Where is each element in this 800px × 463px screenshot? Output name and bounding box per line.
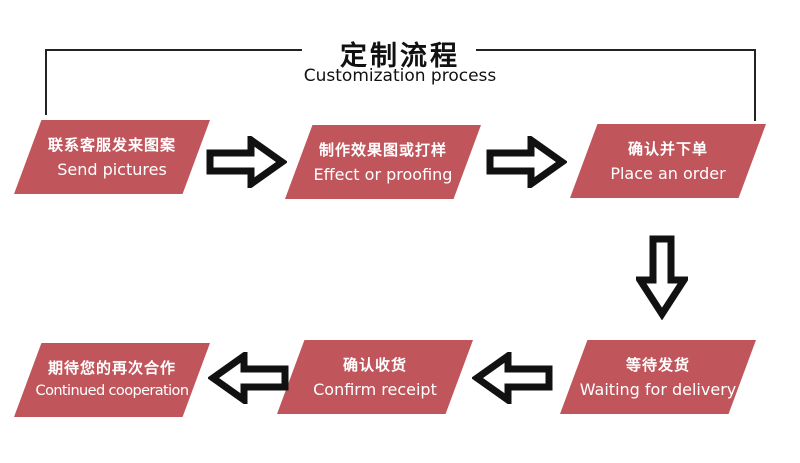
step-label-zh: 制作效果图或打样 (318, 141, 447, 159)
step-shape (14, 120, 210, 194)
step-label-en: Send pictures (57, 160, 167, 179)
step-shape (277, 340, 473, 414)
step-waiting-for-delivery: 等待发货 Waiting for delivery (560, 340, 756, 414)
step-label-en: Effect or proofing (313, 165, 453, 184)
step-confirm-receipt: 确认收货 Confirm receipt (277, 340, 473, 414)
step-send-pictures: 联系客服发来图案 Send pictures (14, 120, 210, 194)
frame-line-left-horizontal (45, 49, 302, 51)
step-label-zh: 确认收货 (342, 356, 407, 374)
step-label-zh: 确认并下单 (627, 140, 708, 158)
frame-line-right-vertical (754, 49, 756, 121)
step-label-en: Continued cooperation (35, 383, 189, 399)
arrow-down-icon (636, 235, 688, 320)
frame-line-right-horizontal (476, 49, 756, 51)
arrow-left-icon (208, 352, 289, 404)
step-label-zh: 联系客服发来图案 (47, 136, 176, 154)
step-shape (285, 125, 481, 199)
step-label-en: Confirm receipt (313, 380, 437, 399)
step-label-en: Waiting for delivery (579, 380, 737, 399)
step-continued-cooperation: 期待您的再次合作 Continued cooperation (14, 343, 210, 417)
step-shape (570, 124, 766, 198)
step-effect-or-proofing: 制作效果图或打样 Effect or proofing (285, 125, 481, 199)
step-place-an-order: 确认并下单 Place an order (570, 124, 766, 198)
step-shape (560, 340, 756, 414)
frame-line-left-vertical (45, 49, 47, 115)
step-label-zh: 等待发货 (625, 356, 690, 374)
arrow-right-icon (486, 136, 567, 188)
step-shape (14, 343, 210, 417)
diagram-title: 定制流程 (340, 41, 460, 72)
arrow-left-icon (472, 352, 553, 404)
step-label-zh: 期待您的再次合作 (47, 359, 176, 377)
diagram-subtitle: Customization process (303, 66, 497, 86)
step-label-en: Place an order (610, 164, 726, 183)
arrow-right-icon (206, 136, 287, 188)
